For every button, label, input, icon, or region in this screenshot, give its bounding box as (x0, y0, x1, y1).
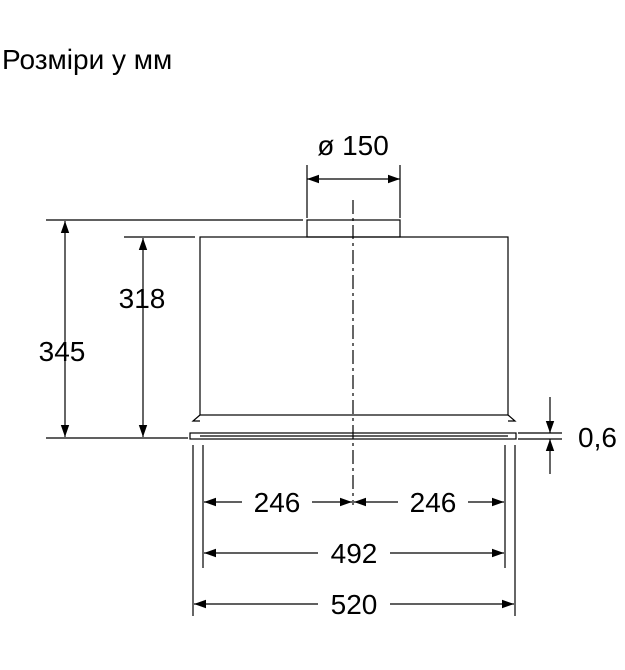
body-height-dimension: 318 (119, 238, 166, 437)
total-height-label: 345 (39, 336, 86, 367)
inner-width-dimension: 492 (204, 536, 504, 570)
half-width-left-label: 246 (254, 487, 301, 518)
body-height-label: 318 (119, 283, 166, 314)
outer-width-dimension: 520 (194, 587, 514, 621)
page-title: Розміри у мм (2, 44, 173, 75)
diameter-dimension: ø 150 (306, 130, 401, 218)
flange-thickness-dimension: 0,6 (518, 397, 617, 474)
right-tab (507, 414, 517, 422)
left-tab (191, 414, 201, 422)
flange-thickness-label: 0,6 (578, 422, 617, 453)
half-width-right-label: 246 (410, 487, 457, 518)
total-height-dimension: 345 (39, 221, 86, 437)
outer-width-label: 520 (331, 589, 378, 620)
half-width-dimension: 246 246 (204, 485, 504, 519)
diameter-label: ø 150 (317, 130, 389, 161)
inner-width-label: 492 (331, 538, 378, 569)
hood-body (199, 236, 509, 416)
